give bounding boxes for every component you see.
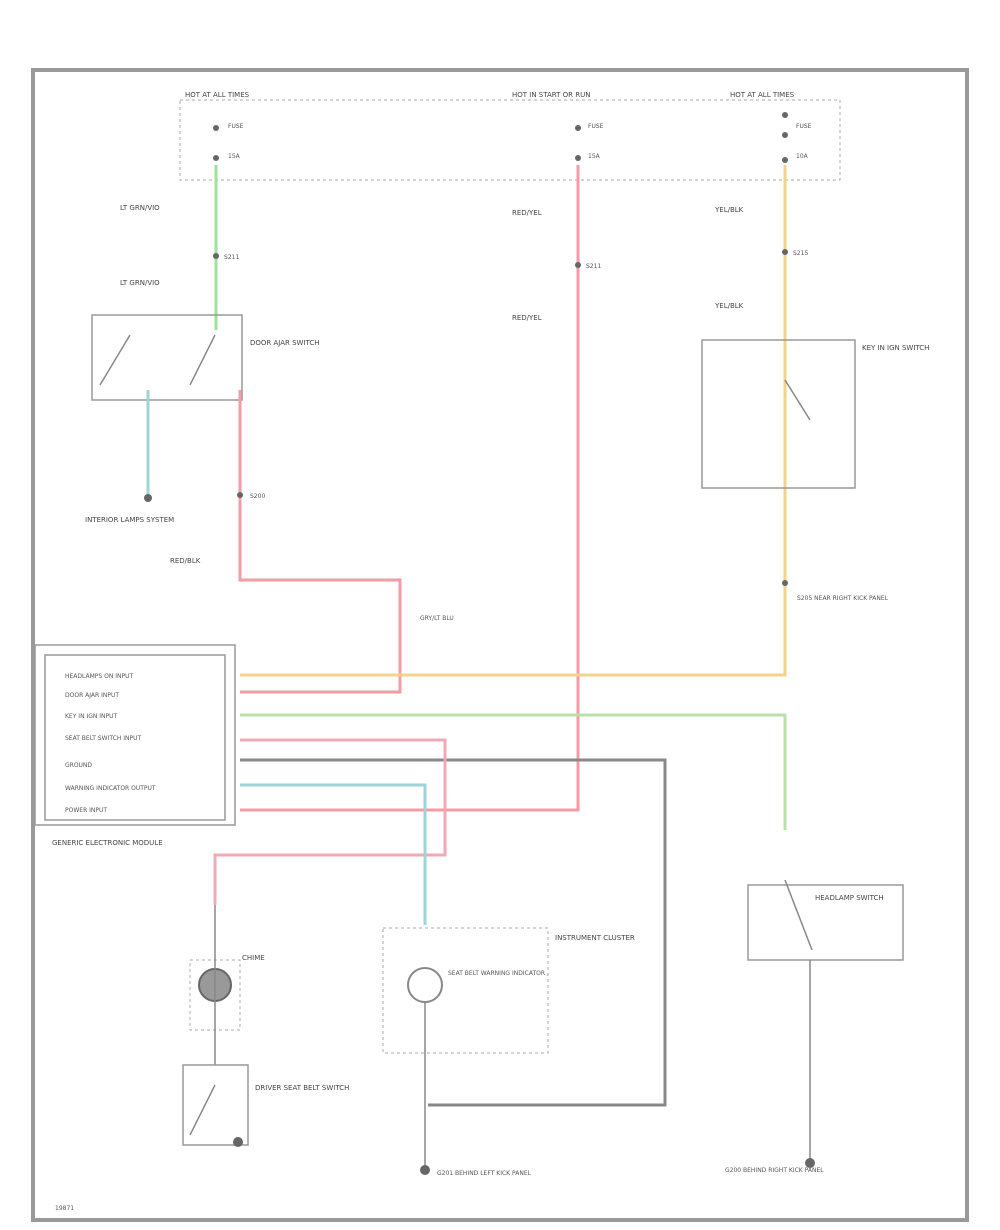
splice-pink	[237, 492, 243, 498]
headlamp-switch-contact	[784, 879, 813, 951]
fuse-panel-right-label: HOT AT ALL TIMES	[730, 91, 795, 99]
wire-gray-loop	[240, 758, 667, 1107]
door-switch-contact-1	[99, 334, 131, 386]
warning-indicator-symbol	[407, 967, 443, 1003]
ground-right-label: G200 BEHIND RIGHT KICK PANEL	[725, 1167, 824, 1174]
module-pin-5: WARNING INDICATOR OUTPUT	[65, 785, 156, 792]
fuse-left-dot-2	[213, 155, 219, 161]
wire-pink-chime	[213, 738, 447, 905]
wire-label-gray: GRY/LT BLU	[420, 615, 454, 622]
wire-pink-door	[238, 390, 402, 694]
fuse-center-dot-1	[575, 125, 581, 131]
ground-left-label: INTERIOR LAMPS SYSTEM	[85, 516, 174, 524]
module-pin-3: SEAT BELT SWITCH INPUT	[65, 735, 142, 742]
module-pin-6: POWER INPUT	[65, 807, 107, 814]
right-splice-note: S205 NEAR RIGHT KICK PANEL	[797, 595, 889, 602]
wire-label-pink: RED/BLK	[170, 557, 201, 565]
driver-seatbelt-box	[182, 1064, 249, 1146]
key-switch-box	[701, 339, 856, 489]
wire-red-center	[240, 165, 580, 812]
module-pin-labels: HEADLAMPS ON INPUT DOOR AJAR INPUT KEY I…	[65, 673, 156, 814]
splice-yellow-label: S215	[793, 250, 808, 257]
ground-left-dot	[144, 494, 152, 502]
module-pin-4: GROUND	[65, 762, 92, 769]
wire-label-green-mid: LT GRN/VIO	[120, 279, 160, 287]
fuse-left-dot-1	[213, 125, 219, 131]
wire-label-yellow-mid: YEL/BLK	[714, 302, 744, 310]
driver-seatbelt-label: DRIVER SEAT BELT SWITCH	[255, 1084, 349, 1092]
wire-yellow-right	[240, 165, 787, 677]
wire-teal-indicator	[240, 783, 427, 925]
instrument-cluster-label: INSTRUMENT CLUSTER	[555, 934, 635, 942]
fuse-center-a: FUSE	[588, 123, 604, 130]
warning-indicator-label: SEAT BELT WARNING INDICATOR	[448, 970, 545, 977]
wire-label-yellow-top: YEL/BLK	[714, 206, 744, 214]
fuse-left-b: 15A	[228, 153, 241, 160]
fuse-center-dot-2	[575, 155, 581, 161]
fuse-right-dot-3	[782, 157, 788, 163]
door-switch-contact-2	[189, 334, 216, 386]
splice-yellow	[782, 249, 788, 255]
ground-center-label: G201 BEHIND LEFT KICK PANEL	[437, 1170, 532, 1177]
splice-green-label: S211	[224, 254, 239, 261]
door-switch-label: DOOR AJAR SWITCH	[250, 339, 320, 347]
wire-label-red-top: RED/YEL	[512, 209, 542, 217]
ground-center-dot	[420, 1165, 430, 1175]
driver-seatbelt-contact	[189, 1084, 216, 1136]
fuse-panel-box	[179, 99, 841, 181]
module-inner-box	[44, 654, 226, 821]
chime-label: CHIME	[242, 954, 265, 962]
door-switch-box	[91, 314, 243, 401]
wire-lightgreen-right	[240, 713, 787, 830]
wire-label-green-top: LT GRN/VIO	[120, 204, 160, 212]
module-pin-2: KEY IN IGN INPUT	[65, 713, 118, 720]
splice-red	[575, 262, 581, 268]
module-pin-0: HEADLAMPS ON INPUT	[65, 673, 134, 680]
driver-seatbelt-ground	[233, 1137, 243, 1147]
headlamp-switch-box	[747, 884, 904, 961]
diagram-border	[31, 68, 969, 1222]
right-splice-dot	[782, 580, 788, 586]
splice-red-label: S211	[586, 263, 601, 270]
fuse-right-a: FUSE	[796, 123, 812, 130]
splice-pink-label: S200	[250, 493, 265, 500]
wire-label-red-mid: RED/YEL	[512, 314, 542, 322]
fuse-panel-center-label: HOT IN START OR RUN	[512, 91, 590, 99]
fuse-center-b: 15A	[588, 153, 601, 160]
fuse-panel-left-label: HOT AT ALL TIMES	[185, 91, 250, 99]
fuse-right-dot-2	[782, 132, 788, 138]
fuse-right-b: 10A	[796, 153, 809, 160]
ground-right-dot	[805, 1158, 815, 1168]
instrument-cluster-box	[382, 927, 549, 1054]
splice-green	[213, 253, 219, 259]
headlamp-switch-label: HEADLAMP SWITCH	[815, 894, 884, 902]
key-switch-contact	[784, 379, 811, 421]
module-label: GENERIC ELECTRONIC MODULE	[52, 839, 163, 847]
fuse-left-a: FUSE	[228, 123, 244, 130]
footer-code: 19871	[55, 1205, 74, 1212]
fuse-right-dot-1	[782, 112, 788, 118]
module-pin-1: DOOR AJAR INPUT	[65, 692, 119, 699]
module-box	[34, 644, 236, 826]
key-switch-label: KEY IN IGN SWITCH	[862, 344, 929, 352]
